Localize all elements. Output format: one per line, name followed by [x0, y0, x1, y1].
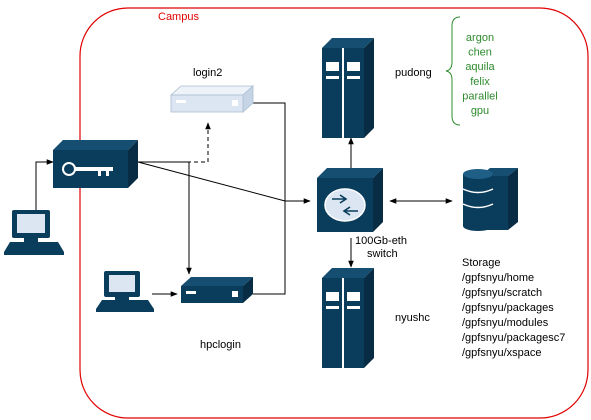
login2-server-icon — [169, 85, 255, 113]
nyushc-rack-icon — [322, 268, 374, 368]
workstation-left-icon — [4, 210, 64, 255]
workstation-campus-icon — [96, 271, 154, 312]
link-hpclogin-switch — [253, 201, 286, 295]
link-gateway-hpclogin — [138, 161, 192, 275]
storage-icon — [462, 168, 518, 231]
storage-path: /gpfsnyu/packagesc7 — [462, 332, 565, 344]
server-name: chen — [468, 47, 492, 59]
server-list-brace — [445, 16, 461, 126]
storage-title: Storage — [462, 257, 501, 269]
storage-path: /gpfsnyu/home — [462, 272, 534, 284]
pudong-label: pudong — [395, 67, 432, 79]
link-gateway-login2 — [138, 122, 211, 163]
network-switch-icon — [317, 168, 383, 232]
server-name: aquila — [465, 61, 495, 73]
storage-path: /gpfsnyu/scratch — [462, 287, 542, 299]
server-name: parallel — [462, 90, 497, 102]
link-workstation-gateway — [35, 159, 54, 210]
storage-path-list: /gpfsnyu/home/gpfsnyu/scratch/gpfsnyu/pa… — [462, 272, 565, 359]
server-name: gpu — [471, 105, 489, 117]
link-login2-switch — [253, 102, 286, 201]
storage-path: /gpfsnyu/modules — [462, 317, 549, 329]
pudong-rack-icon — [322, 38, 374, 138]
nyushc-label: nyushc — [395, 312, 430, 324]
hpclogin-label: hpclogin — [200, 339, 241, 351]
switch-label-line1: 100Gb-eth — [355, 235, 407, 247]
storage-path: /gpfsnyu/xspace — [462, 347, 542, 359]
link-gateway-switch — [137, 161, 311, 204]
campus-label: Campus — [158, 11, 199, 23]
vpn-gateway-icon — [53, 140, 138, 188]
connections — [35, 102, 453, 297]
server-name: felix — [470, 76, 490, 88]
pudong-server-list: argon chen aquila felix parallel gpu — [462, 32, 497, 117]
hpclogin-server-icon — [181, 277, 253, 303]
storage-path: /gpfsnyu/packages — [462, 302, 554, 314]
login2-label: login2 — [193, 67, 222, 79]
switch-label-line2: switch — [367, 248, 398, 260]
campus-boundary — [79, 7, 589, 419]
server-name: argon — [466, 32, 494, 44]
